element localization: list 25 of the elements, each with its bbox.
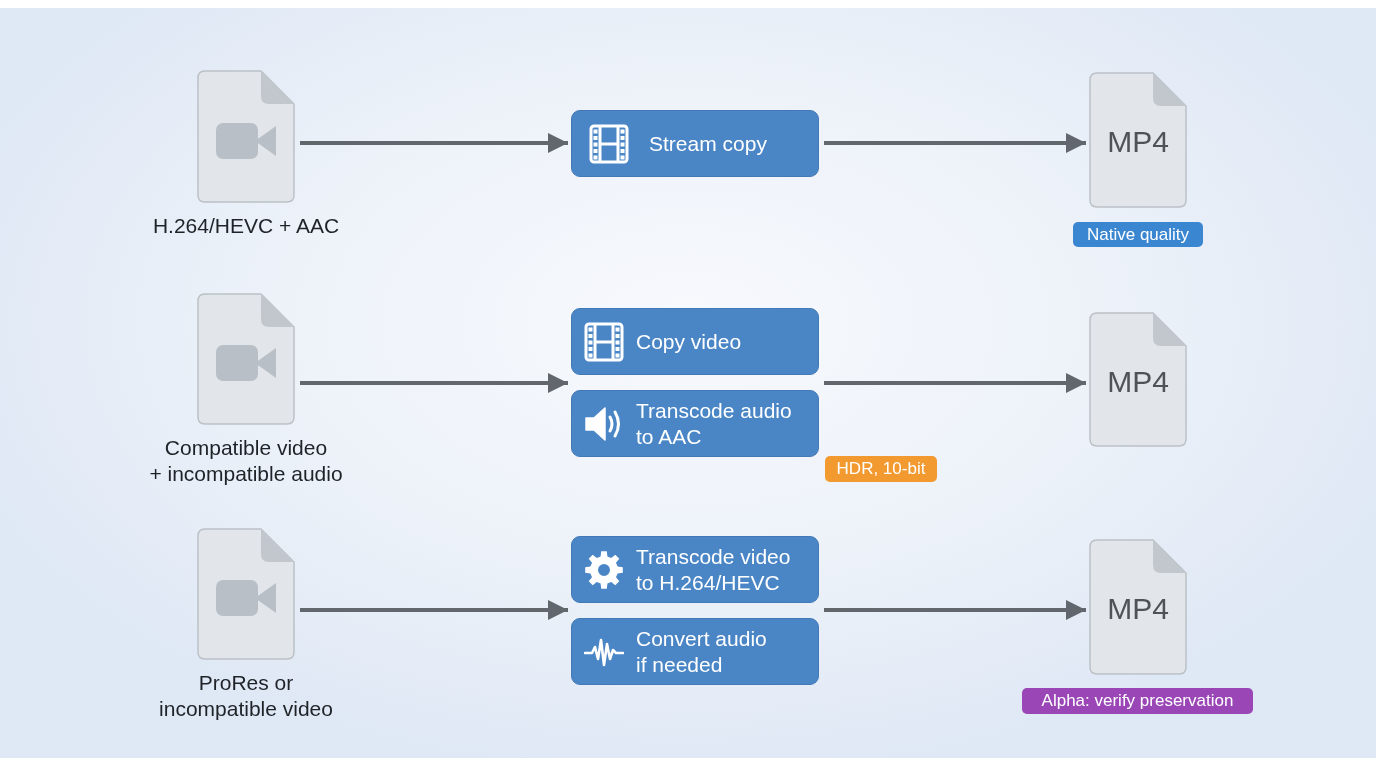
file-type-label: MP4 bbox=[1107, 591, 1169, 627]
arrow bbox=[300, 373, 568, 393]
note-tag: Native quality bbox=[1073, 222, 1203, 247]
file-caption: ProRes or incompatible video bbox=[159, 670, 333, 722]
process-box bbox=[571, 308, 819, 375]
arrow bbox=[300, 600, 568, 620]
process-box bbox=[571, 110, 819, 177]
file-type-label: MP4 bbox=[1107, 364, 1169, 400]
step-label: Stream copy bbox=[649, 130, 767, 157]
process-box bbox=[571, 390, 819, 457]
process-box bbox=[571, 618, 819, 685]
arrow bbox=[824, 373, 1086, 393]
file-caption: H.264/HEVC + AAC bbox=[152, 213, 340, 239]
arrow bbox=[824, 133, 1086, 153]
step-label: Copy video bbox=[636, 328, 742, 355]
process-box bbox=[571, 536, 819, 603]
step-label: Transcode video to H.264/HEVC bbox=[636, 543, 791, 596]
file-type-label: MP4 bbox=[1107, 124, 1169, 160]
note-tag: Alpha: verify preservation bbox=[1022, 688, 1253, 714]
step-label: Convert audio if needed bbox=[636, 625, 767, 678]
note-tag: HDR, 10-bit bbox=[825, 456, 937, 482]
arrow bbox=[824, 600, 1086, 620]
arrow bbox=[300, 133, 568, 153]
file-caption: Compatible video + incompatible audio bbox=[149, 435, 343, 487]
step-label: Transcode audio to AAC bbox=[636, 397, 792, 450]
